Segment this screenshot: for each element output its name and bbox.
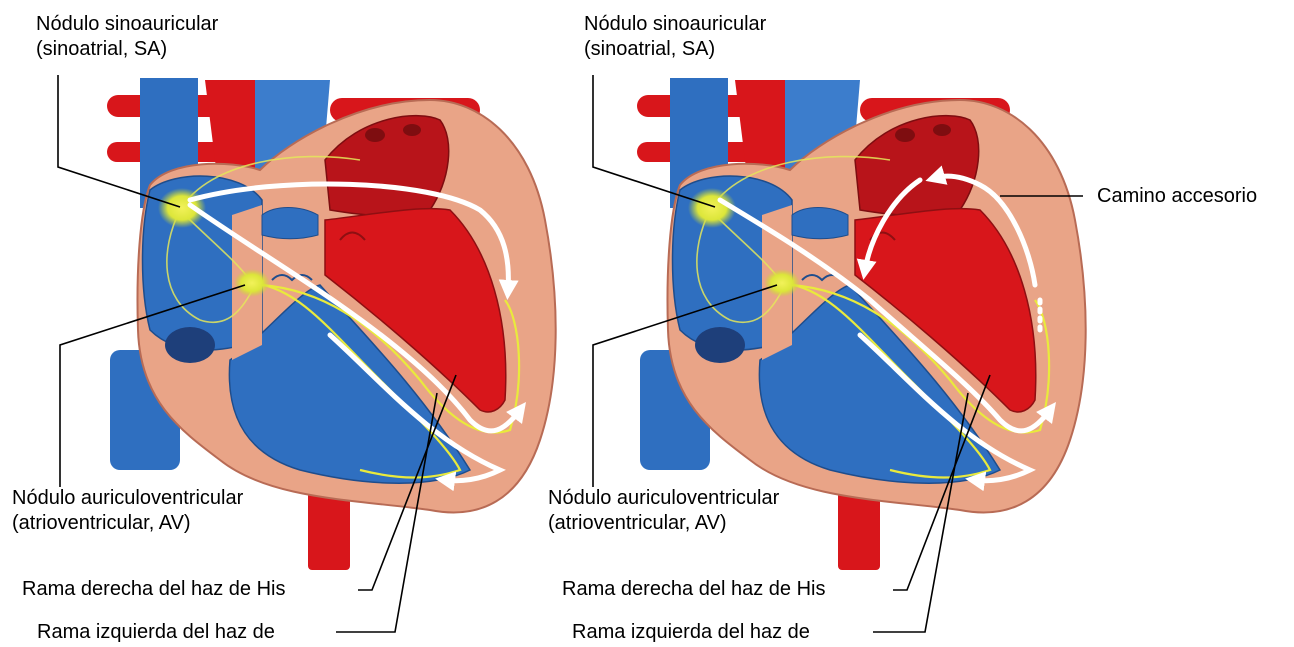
sa-node-label-right: Nódulo sinoauricular bbox=[584, 12, 766, 37]
left-bundle-label-right: Rama izquierda del haz de bbox=[572, 620, 810, 645]
av-node-label-right-line2: (atrioventricular, AV) bbox=[548, 511, 727, 536]
right-bundle-label-left: Rama derecha del haz de His bbox=[22, 577, 285, 602]
av-node-label-left: Nódulo auriculoventricular bbox=[12, 486, 243, 511]
av-node-label-left-line2: (atrioventricular, AV) bbox=[12, 511, 191, 536]
sa-node-label-right-line2: (sinoatrial, SA) bbox=[584, 37, 715, 62]
right-bundle-label-right: Rama derecha del haz de His bbox=[562, 577, 825, 602]
accessory-pathway-label: Camino accesorio bbox=[1097, 184, 1257, 209]
sa-node-label-left: Nódulo sinoauricular bbox=[36, 12, 218, 37]
av-node-label-right: Nódulo auriculoventricular bbox=[548, 486, 779, 511]
sa-node-label-left-line2: (sinoatrial, SA) bbox=[36, 37, 167, 62]
left-bundle-label-left: Rama izquierda del haz de bbox=[37, 620, 275, 645]
